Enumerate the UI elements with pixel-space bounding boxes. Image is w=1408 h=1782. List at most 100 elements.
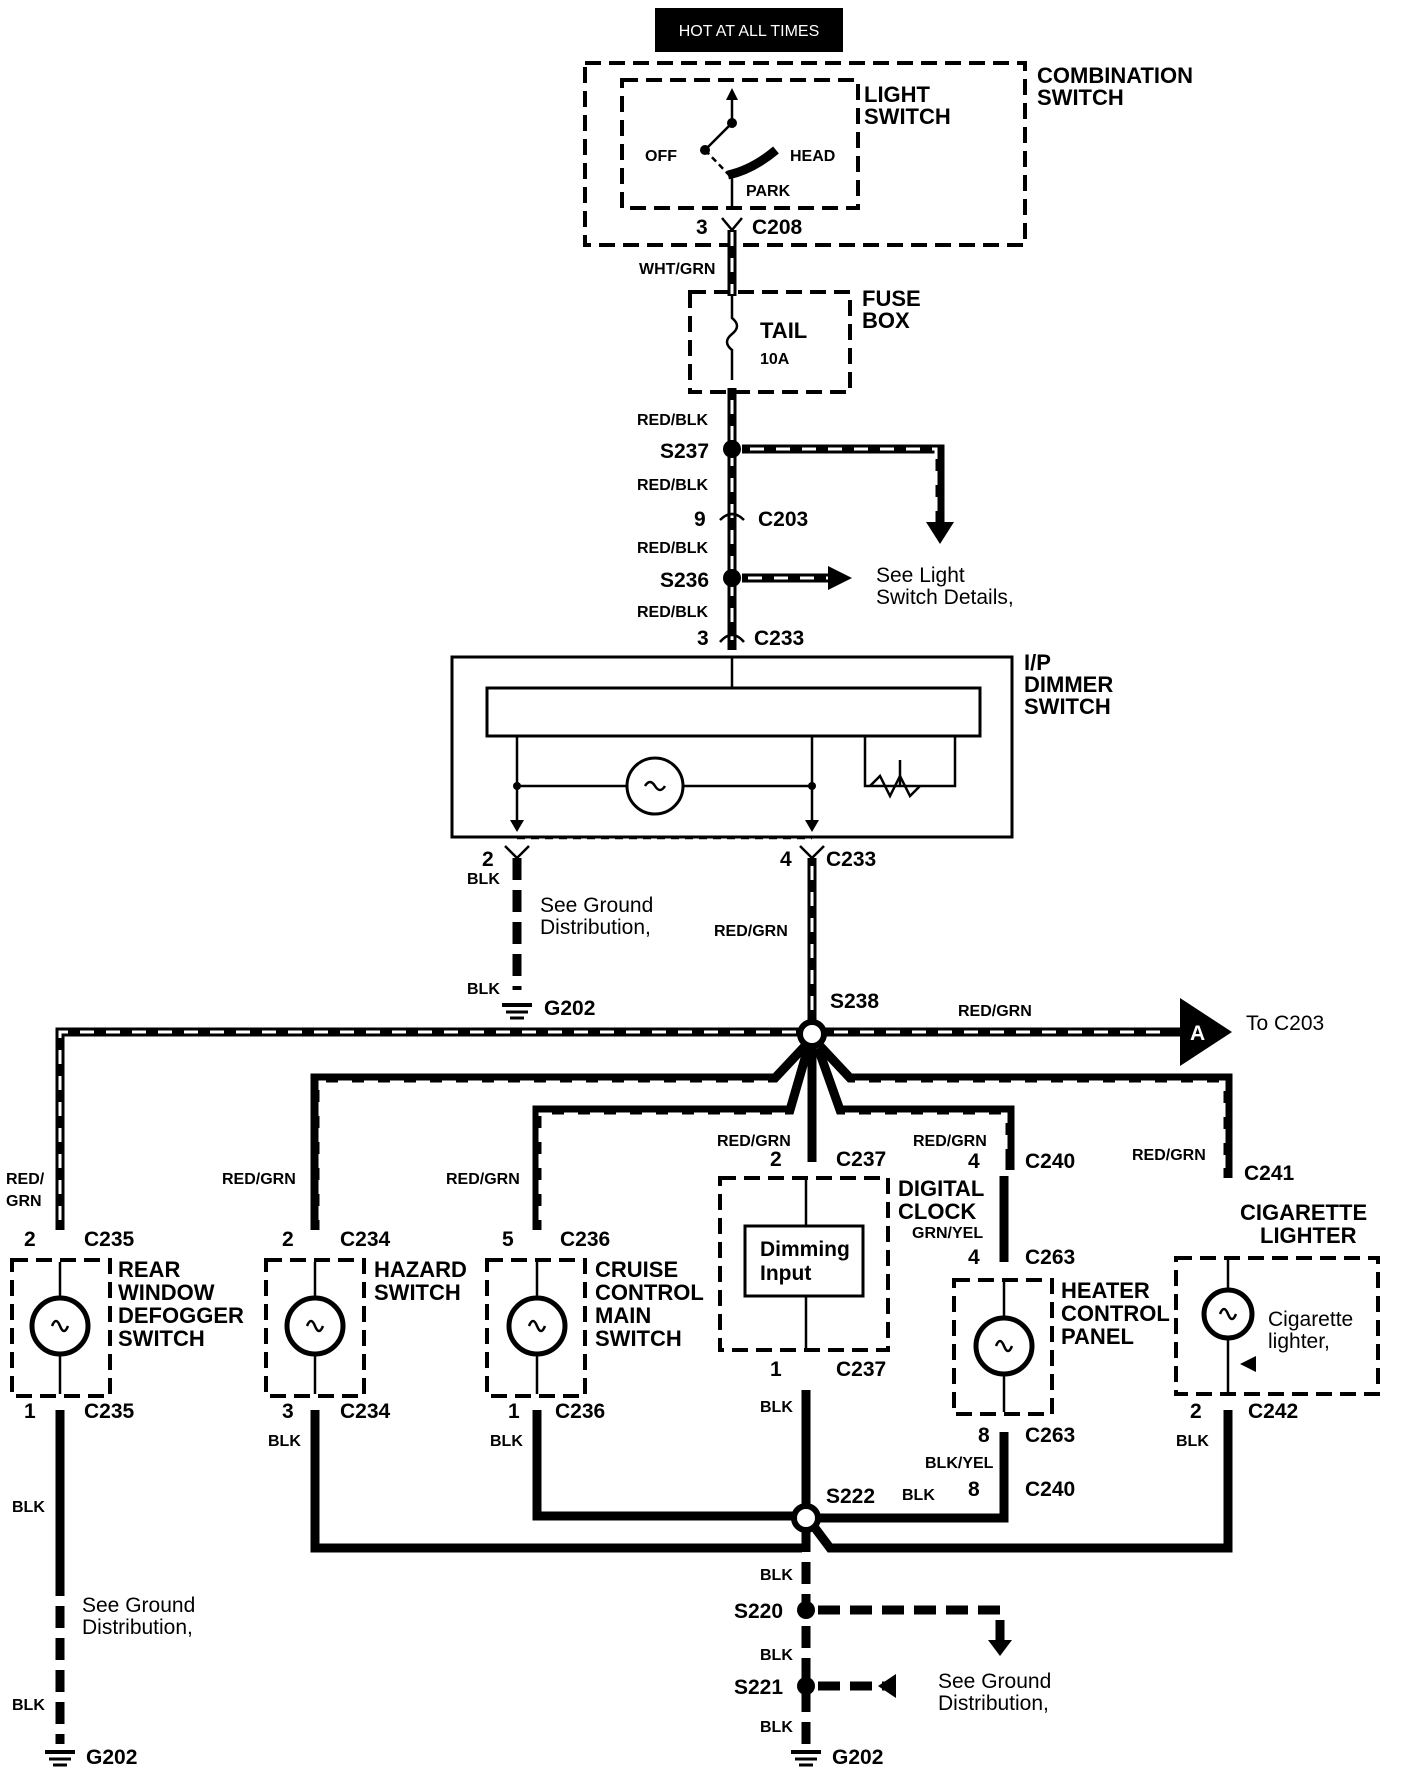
wire-label-blk-clock: BLK bbox=[760, 1399, 793, 1416]
c236-bot-pin: 1 bbox=[508, 1400, 520, 1423]
ground-icon bbox=[45, 1750, 75, 1767]
s221-label: S221 bbox=[734, 1676, 783, 1699]
wire-label-red-grn-clock: RED/GRN bbox=[717, 1133, 791, 1150]
c203-pin: 9 bbox=[694, 508, 706, 531]
g202-c-label: G202 bbox=[832, 1746, 883, 1769]
light-switch-box bbox=[620, 78, 860, 210]
heater-panel-box bbox=[952, 1278, 1054, 1416]
wire-label-blk-rear-2: BLK bbox=[12, 1697, 45, 1714]
c263-top-label: C263 bbox=[1025, 1246, 1075, 1269]
wire-red-grn-hazard bbox=[310, 1042, 809, 1230]
c234-bot-pin: 3 bbox=[282, 1400, 294, 1423]
c234-top-pin: 2 bbox=[282, 1228, 294, 1251]
fuse-rating: 10A bbox=[760, 351, 790, 368]
g202-b-label: G202 bbox=[86, 1746, 137, 1769]
c208-pin: 3 bbox=[696, 216, 708, 239]
wire-label-red-grn-hazard: RED/GRN bbox=[222, 1171, 296, 1188]
wire-blk-hazard-return bbox=[310, 1410, 802, 1553]
fuse-box bbox=[688, 290, 852, 394]
c237-top-label: C237 bbox=[836, 1148, 886, 1171]
splice-s220 bbox=[797, 1601, 815, 1619]
splice-s222 bbox=[791, 1503, 821, 1533]
c235-bot-pin: 1 bbox=[24, 1400, 36, 1423]
wire-label-blk-s220: BLK bbox=[760, 1647, 793, 1664]
arrow-down-icon bbox=[926, 522, 954, 544]
c240-top-label: C240 bbox=[1025, 1150, 1075, 1173]
c233-right-pin: 4 bbox=[780, 848, 792, 871]
head-label: HEAD bbox=[790, 148, 835, 165]
cigarette-lighter-box bbox=[1174, 1256, 1380, 1396]
c234-top-label: C234 bbox=[340, 1228, 391, 1251]
hazard-switch-box bbox=[264, 1258, 366, 1398]
splice-s236 bbox=[723, 569, 741, 587]
wire-red-grn-heater bbox=[813, 1046, 1015, 1170]
wire-label-red-grn-bus: RED/GRN bbox=[958, 1003, 1032, 1020]
s220-label: S220 bbox=[734, 1600, 783, 1623]
bulb-icon bbox=[1201, 1260, 1256, 1392]
wire-label-red-grn-cruise: RED/GRN bbox=[446, 1171, 520, 1188]
wire-label-blk-cig: BLK bbox=[1176, 1433, 1209, 1450]
wire-label-blk-s222: BLK bbox=[760, 1567, 793, 1584]
s238-label: S238 bbox=[830, 990, 879, 1013]
wire-label-blk-heater: BLK bbox=[902, 1487, 935, 1504]
park-label: PARK bbox=[746, 183, 791, 200]
c208-connector bbox=[721, 217, 743, 232]
bulb-icon bbox=[973, 1282, 1035, 1412]
wire-label-blk-yel: BLK/YEL bbox=[925, 1455, 994, 1472]
c235-bot-label: C235 bbox=[84, 1400, 135, 1423]
wire-label-red-grn-heater: RED/GRN bbox=[913, 1133, 987, 1150]
wire-label-wht-grn: WHT/GRN bbox=[639, 261, 715, 278]
dimmer-internal-circuit bbox=[510, 658, 957, 832]
wire-blk-cruise-return bbox=[532, 1410, 796, 1521]
c240-bot-label: C240 bbox=[1025, 1478, 1075, 1501]
wire-label-red-grn-cig: RED/GRN bbox=[1132, 1147, 1206, 1164]
digital-clock-box bbox=[718, 1176, 890, 1352]
c236-top-label: C236 bbox=[560, 1228, 610, 1251]
wire-label-blk-rear-1: BLK bbox=[12, 1499, 45, 1516]
hot-label: HOT AT ALL TIMES bbox=[679, 23, 820, 40]
c234-bot-label: C234 bbox=[340, 1400, 391, 1423]
wire-label-red-grn-rear: RED/GRN bbox=[6, 1171, 45, 1210]
wire-label-red-blk-4: RED/BLK bbox=[637, 604, 709, 621]
bulb-icon bbox=[29, 1262, 91, 1394]
wire-red-grn-cig bbox=[816, 1042, 1233, 1178]
dimming-input-box bbox=[743, 1224, 865, 1298]
s237-label: S237 bbox=[660, 440, 709, 463]
c233-top-pin: 3 bbox=[697, 627, 709, 650]
ground-icon bbox=[791, 1750, 821, 1767]
c242-pin: 2 bbox=[1190, 1400, 1202, 1423]
s222-label: S222 bbox=[826, 1485, 875, 1508]
wire-label-red-grn-dimmer: RED/GRN bbox=[714, 923, 788, 940]
wire-s220-branch bbox=[818, 1605, 1005, 1640]
wire-label-blk-hazard: BLK bbox=[268, 1433, 301, 1450]
rear-window-switch-box bbox=[10, 1258, 112, 1398]
wire-label-blk-s221: BLK bbox=[760, 1719, 793, 1736]
splice-s221 bbox=[797, 1677, 815, 1695]
c233-left-pin: 2 bbox=[482, 848, 494, 871]
wire-label-blk-cruise: BLK bbox=[490, 1433, 523, 1450]
c236-bot-label: C236 bbox=[555, 1400, 605, 1423]
c236-top-pin: 5 bbox=[502, 1228, 514, 1251]
dimmer-control-bar bbox=[485, 686, 982, 738]
c240-bot-pin: 8 bbox=[968, 1478, 980, 1501]
wire-label-grn-yel: GRN/YEL bbox=[912, 1225, 983, 1242]
c241-label: C241 bbox=[1244, 1162, 1295, 1185]
ground-icon bbox=[502, 1003, 532, 1020]
splice-s238 bbox=[797, 1019, 827, 1049]
arrow-up-icon bbox=[988, 1640, 1012, 1656]
